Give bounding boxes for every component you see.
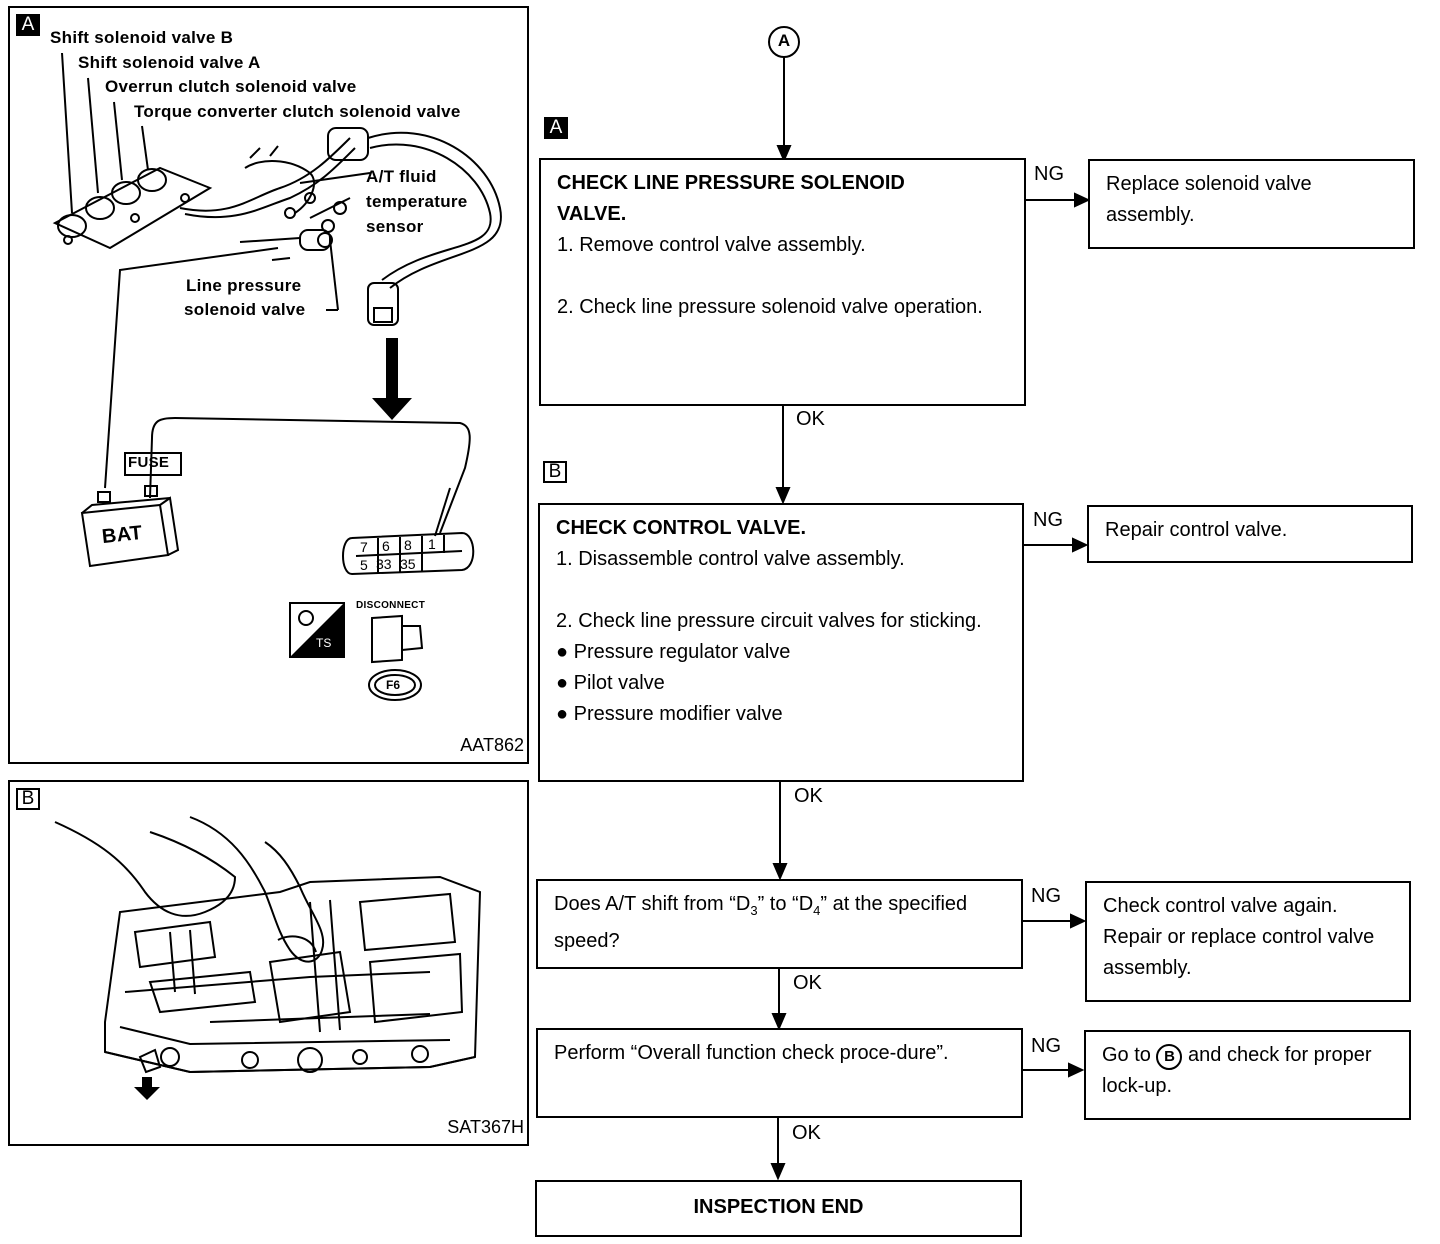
step-a-item-2: 2. Check line pressure solenoid valve op… (557, 296, 983, 318)
figure-a-panel: A Shift solenoid valve B Shift solenoid … (8, 6, 529, 764)
flow-start-connector: A (777, 31, 791, 50)
step-c-sub-1: 3 (750, 903, 758, 918)
label-fluid-sensor-2: temperature (366, 192, 468, 211)
step-c-sub-2: 4 (813, 903, 821, 918)
step-b-bullet-3: Pressure modifier valve (556, 699, 1006, 730)
ng-text-d-pre: Go to (1102, 1044, 1151, 1066)
ng-text-c-1: Check control valve again. (1103, 895, 1338, 917)
step-d-text: Perform “Overall function check proce-du… (554, 1042, 949, 1064)
step-a-box: CHECK LINE PRESSURE SOLENOID VALVE. 1. R… (539, 158, 1026, 406)
ok-label-4: OK (792, 1122, 821, 1144)
figure-a-tag: A (16, 14, 40, 36)
connector-pin-35: 35 (400, 556, 416, 572)
connector-pin-5: 5 (360, 557, 368, 573)
connector-pin-8: 8 (404, 537, 412, 553)
ng-label-a: NG (1034, 163, 1064, 185)
ts-label: TS (316, 636, 332, 650)
label-fluid-sensor-3: sensor (366, 217, 424, 236)
step-c-box: Does A/T shift from “D3” to “D4” at the … (536, 879, 1023, 969)
step-b-item-1: 1. Disassemble control valve assembly. (556, 548, 905, 570)
ng-label-c: NG (1031, 885, 1061, 907)
control-valve-drawing (54, 816, 482, 1100)
ng-label-b: NG (1033, 509, 1063, 531)
figure-b-tag: B (16, 788, 40, 810)
f6-label: F6 (386, 678, 401, 692)
disconnect-label: DISCONNECT (356, 600, 426, 611)
step-b-tag: B (543, 461, 567, 483)
step-b-title: CHECK CONTROL VALVE. (556, 517, 807, 539)
end-text: INSPECTION END (693, 1196, 864, 1218)
ng-text-b: Repair control valve. (1105, 519, 1288, 541)
connector-pin-6: 6 (382, 538, 390, 554)
fuse-label: FUSE (128, 454, 170, 471)
ok-label-2: OK (794, 785, 823, 807)
figure-b-panel: B SAT367H (8, 780, 529, 1146)
ng-box-c: Check control valve again. Repair or rep… (1085, 881, 1411, 1002)
ng-circle-b: B (1156, 1044, 1183, 1070)
connector-pin-33: 33 (376, 556, 392, 572)
label-shift-solenoid-b: Shift solenoid valve B (50, 28, 234, 47)
end-box: INSPECTION END (535, 1180, 1022, 1237)
label-torque-converter: Torque converter clutch solenoid valve (134, 102, 461, 121)
figure-b-code: SAT367H (447, 1117, 524, 1137)
step-a-title-1: CHECK LINE PRESSURE SOLENOID (557, 172, 905, 194)
step-b-bullet-1: Pressure regulator valve (556, 637, 1006, 668)
ng-text-a: Replace solenoid valve assembly. (1106, 173, 1312, 226)
label-overrun-clutch: Overrun clutch solenoid valve (105, 77, 357, 96)
step-b-item-2: 2. Check line pressure circuit valves fo… (556, 610, 982, 632)
ng-box-d: Go to B and check for proper lock-up. (1084, 1030, 1411, 1120)
ok-label-1: OK (796, 408, 825, 430)
step-a-tag: A (544, 117, 568, 139)
step-b-bullet-2: Pilot valve (556, 668, 1006, 699)
label-shift-solenoid-a: Shift solenoid valve A (78, 53, 261, 72)
ng-text-c-2: Repair or replace control valve assembly… (1103, 926, 1375, 979)
connector-pin-7: 7 (360, 539, 368, 555)
step-c-text-mid: ” to “D (757, 893, 814, 915)
solenoid-wiring-drawing (52, 52, 502, 701)
step-b-box: CHECK CONTROL VALVE. 1. Disassemble cont… (538, 503, 1024, 782)
ng-box-a: Replace solenoid valve assembly. (1088, 159, 1415, 249)
ng-label-d: NG (1031, 1035, 1061, 1057)
label-line-pressure-1: Line pressure (186, 276, 302, 295)
step-a-item-1: 1. Remove control valve assembly. (557, 234, 866, 256)
ng-text-d-post: and check for proper lock-up. (1102, 1044, 1372, 1097)
connector-pin-1: 1 (428, 536, 436, 552)
step-c-text-post: ” at the specified speed? (554, 893, 968, 952)
label-fluid-sensor-1: A/T fluid (366, 167, 437, 186)
ok-label-3: OK (793, 972, 822, 994)
label-line-pressure-2: solenoid valve (184, 300, 306, 319)
ng-box-b: Repair control valve. (1087, 505, 1413, 563)
step-a-title-2: VALVE. (557, 203, 627, 225)
figure-a-code: AAT862 (460, 735, 524, 755)
step-c-text-pre: Does A/T shift from “D (554, 893, 751, 915)
step-d-box: Perform “Overall function check proce-du… (536, 1028, 1023, 1118)
